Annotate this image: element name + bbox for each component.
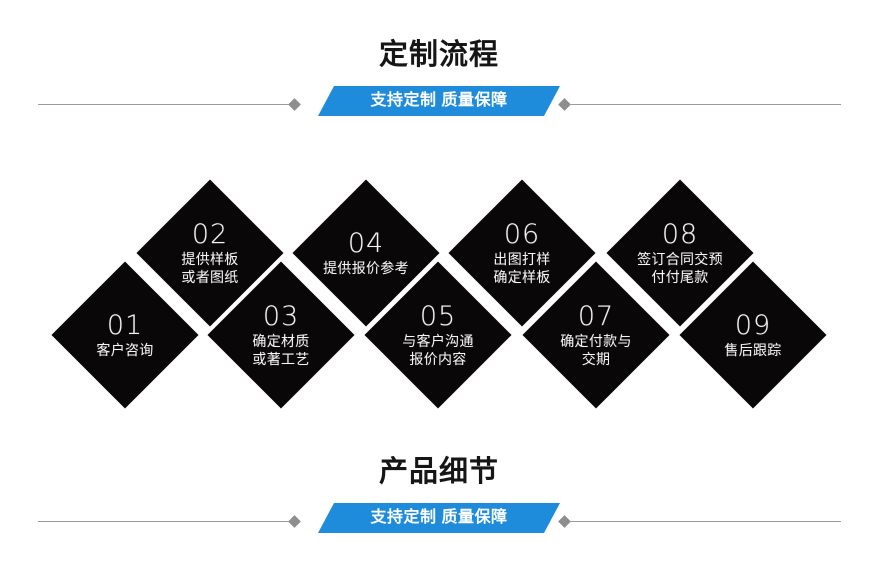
section-header-top: 定制流程 支持定制 质量保障 [0,38,878,128]
rule-line [38,521,292,522]
flow-step-number: 03 [262,301,300,332]
flow-step-label: 提供样板 或者图纸 [181,251,239,285]
flow-step-label: 售后跟踪 [724,342,782,358]
rule-line [569,521,841,522]
decorative-rule-right-bottom [558,515,842,528]
flow-step-label: 签订合同交预 付付尾款 [637,251,723,285]
decorative-rule-left-bottom [38,515,301,528]
banner-bottom-label: 支持定制 质量保障 [370,509,508,526]
flow-step-number: 09 [734,310,772,341]
flow-step-number: 01 [106,310,144,341]
rule-diamond-cap-icon [288,515,301,528]
flow-step-number: 05 [419,301,457,332]
flow-step-label: 确定付款与 交期 [560,333,632,367]
banner-bottom: 支持定制 质量保障 [318,503,560,533]
flow-step-label: 确定材质 或著工艺 [252,333,310,367]
flow-step-number: 07 [577,301,615,332]
page-title-bottom: 产品细节 [378,456,499,488]
flow-step-label: 客户咨询 [96,342,154,358]
page-title-top: 定制流程 [378,39,499,71]
flow-step-label: 出图打样 确定样板 [493,251,551,285]
flow-step-label: 与客户沟通 报价内容 [402,333,474,367]
flow-step-number: 06 [503,219,541,250]
banner-top: 支持定制 质量保障 [318,86,560,116]
decorative-rule-right-top [558,98,842,111]
flow-step-label: 提供报价参考 [323,260,409,276]
decorative-rule-left-top [38,98,301,111]
flow-step-number: 08 [661,219,699,250]
banner-top-label: 支持定制 质量保障 [370,92,508,109]
rule-line [569,104,841,105]
rule-line [38,104,292,105]
flow-step-number: 04 [347,228,385,259]
section-header-bottom: 产品细节 支持定制 质量保障 [0,455,878,545]
flow-step-number: 02 [191,219,229,250]
faint-watermark [320,146,570,168]
